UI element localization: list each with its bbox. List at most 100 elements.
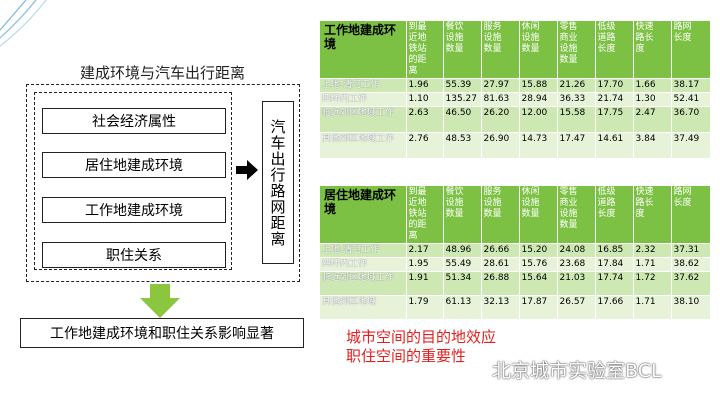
model-outer-frame xyxy=(26,84,300,282)
table-cell: 55.49 xyxy=(443,257,482,272)
table-cell: 1.30 xyxy=(633,92,672,107)
table-cell: 26.20 xyxy=(481,106,520,133)
watermark-text: 北京城市实验室BCL xyxy=(492,360,662,382)
table-row: 上地-清河工作 2.17 48.96 26.66 15.20 24.08 16.… xyxy=(320,243,711,258)
table-cell: 2.47 xyxy=(633,106,672,133)
column-header: 服务设施数量 xyxy=(481,186,520,244)
table-cell: 38.10 xyxy=(671,295,711,320)
outcome-box: 汽车出行路网距离 xyxy=(262,101,294,264)
table-cell: 52.41 xyxy=(671,92,711,107)
table-cell: 2.32 xyxy=(633,243,672,258)
table-cell: 2.63 xyxy=(406,106,444,133)
column-header: 到最近地铁站的距离 xyxy=(406,21,444,79)
arrow-right-icon xyxy=(236,160,258,180)
table-row: 四环内工作 1.10 135.27 81.63 28.94 36.33 21.7… xyxy=(320,92,711,107)
table-cell: 15.64 xyxy=(519,271,558,296)
table-cell: 15.88 xyxy=(519,78,558,93)
factor-socioeconomic: 社会经济属性 xyxy=(42,108,226,134)
table-cell: 38.62 xyxy=(671,257,711,272)
table-header-row: 居住地建成环境 到最近地铁站的距离 餐饮设施数量 服务设施数量 休闲设施数量 零… xyxy=(320,186,711,244)
column-header: 路网长度 xyxy=(671,186,711,244)
row-label: 上地-清河工作 xyxy=(320,243,407,258)
table-cell: 17.70 xyxy=(595,78,634,93)
row-label: 临近郊区地域工作 xyxy=(320,106,407,133)
table-row: 四环内工作 1.95 55.49 28.61 15.76 23.68 17.84… xyxy=(320,257,711,272)
table-cell: 17.47 xyxy=(557,132,596,159)
wechat-icon xyxy=(460,359,486,380)
table-cell: 1.91 xyxy=(406,271,444,296)
factor-workplace-environment: 工作地建成环境 xyxy=(42,197,226,223)
column-header: 低级道路长度 xyxy=(595,186,634,244)
table-cell: 1.66 xyxy=(633,78,672,93)
table-cell: 14.73 xyxy=(519,132,558,159)
table-cell: 2.17 xyxy=(406,243,444,258)
column-header: 零售商业设施数量 xyxy=(557,21,596,79)
table-cell: 37.49 xyxy=(671,132,711,159)
table-cell: 48.53 xyxy=(443,132,482,159)
result-box: 工作地建成环境和职住关系影响显著 xyxy=(20,318,304,348)
factor-jobs-housing-relation: 职住关系 xyxy=(42,242,226,268)
column-header: 休闲设施数量 xyxy=(519,21,558,79)
row-label: 四环内工作 xyxy=(320,92,407,107)
row-label: 其他郊区地域 xyxy=(320,295,407,320)
table-cell: 51.34 xyxy=(443,271,482,296)
corner-ribbon-decoration xyxy=(0,0,47,47)
column-header: 快速路长度 xyxy=(633,21,672,79)
table-cell: 26.88 xyxy=(481,271,520,296)
table-cell: 1.71 xyxy=(633,295,672,320)
table-cell: 1.10 xyxy=(406,92,444,107)
table-cell: 17.75 xyxy=(595,106,634,133)
table-title: 工作地建成环境 xyxy=(320,21,407,79)
table-cell: 16.85 xyxy=(595,243,634,258)
factor-group-frame xyxy=(34,92,232,270)
table-cell: 37.62 xyxy=(671,271,711,296)
table-cell: 21.26 xyxy=(557,78,596,93)
table-row: 其他郊区地域工作 2.76 48.53 26.90 14.73 17.47 14… xyxy=(320,132,711,159)
column-header: 零售商业设施数量 xyxy=(557,186,596,244)
table-cell: 46.50 xyxy=(443,106,482,133)
table-cell: 17.66 xyxy=(595,295,634,320)
table-cell: 15.76 xyxy=(519,257,558,272)
column-header: 服务设施数量 xyxy=(481,21,520,79)
conclusion-line-2: 职住空间的重要性 xyxy=(346,347,467,365)
table-cell: 26.57 xyxy=(557,295,596,320)
column-header: 路网长度 xyxy=(671,21,711,79)
column-header: 低级道路长度 xyxy=(595,21,634,79)
table-cell: 55.39 xyxy=(443,78,482,93)
column-header: 休闲设施数量 xyxy=(519,186,558,244)
table-cell: 23.68 xyxy=(557,257,596,272)
table-cell: 12.00 xyxy=(519,106,558,133)
table-header-row: 工作地建成环境 到最近地铁站的距离 餐饮设施数量 服务设施数量 休闲设施数量 零… xyxy=(320,21,711,79)
conclusion-text: 城市空间的目的地效应 职住空间的重要性 xyxy=(346,328,496,366)
column-header: 餐饮设施数量 xyxy=(443,186,482,244)
table-cell: 48.96 xyxy=(443,243,482,258)
table-cell: 37.31 xyxy=(671,243,711,258)
table-cell: 17.74 xyxy=(595,271,634,296)
table-cell: 38.17 xyxy=(671,78,711,93)
row-label: 四环内工作 xyxy=(320,257,407,272)
table-cell: 1.72 xyxy=(633,271,672,296)
table-cell: 28.94 xyxy=(519,92,558,107)
table-cell: 2.76 xyxy=(406,132,444,159)
row-label: 其他郊区地域工作 xyxy=(320,132,407,159)
table-cell: 15.20 xyxy=(519,243,558,258)
residential-environment-table: 居住地建成环境 到最近地铁站的距离 餐饮设施数量 服务设施数量 休闲设施数量 零… xyxy=(320,186,711,320)
outcome-label: 汽车出行路网距离 xyxy=(268,118,287,247)
table-cell: 15.58 xyxy=(557,106,596,133)
table-cell: 24.08 xyxy=(557,243,596,258)
column-header: 到最近地铁站的距离 xyxy=(406,186,444,244)
table-title: 居住地建成环境 xyxy=(320,186,407,244)
conclusion-line-1: 城市空间的目的地效应 xyxy=(346,328,497,346)
table-cell: 26.90 xyxy=(481,132,520,159)
row-label: 临近郊区地域工作 xyxy=(320,271,407,296)
table-cell: 61.13 xyxy=(443,295,482,320)
arrow-down-icon xyxy=(140,284,180,318)
factor-residential-environment: 居住地建成环境 xyxy=(42,152,226,178)
table-row: 其他郊区地域 1.79 61.13 32.13 17.87 26.57 17.6… xyxy=(320,295,711,320)
table-cell: 21.03 xyxy=(557,271,596,296)
column-header: 快速路长度 xyxy=(633,186,672,244)
table-cell: 26.66 xyxy=(481,243,520,258)
diagram-title: 建成环境与汽车出行距离 xyxy=(80,64,246,82)
table-row: 上地-清河工作 1.96 55.39 27.97 15.88 21.26 17.… xyxy=(320,78,711,93)
table-cell: 17.87 xyxy=(519,295,558,320)
